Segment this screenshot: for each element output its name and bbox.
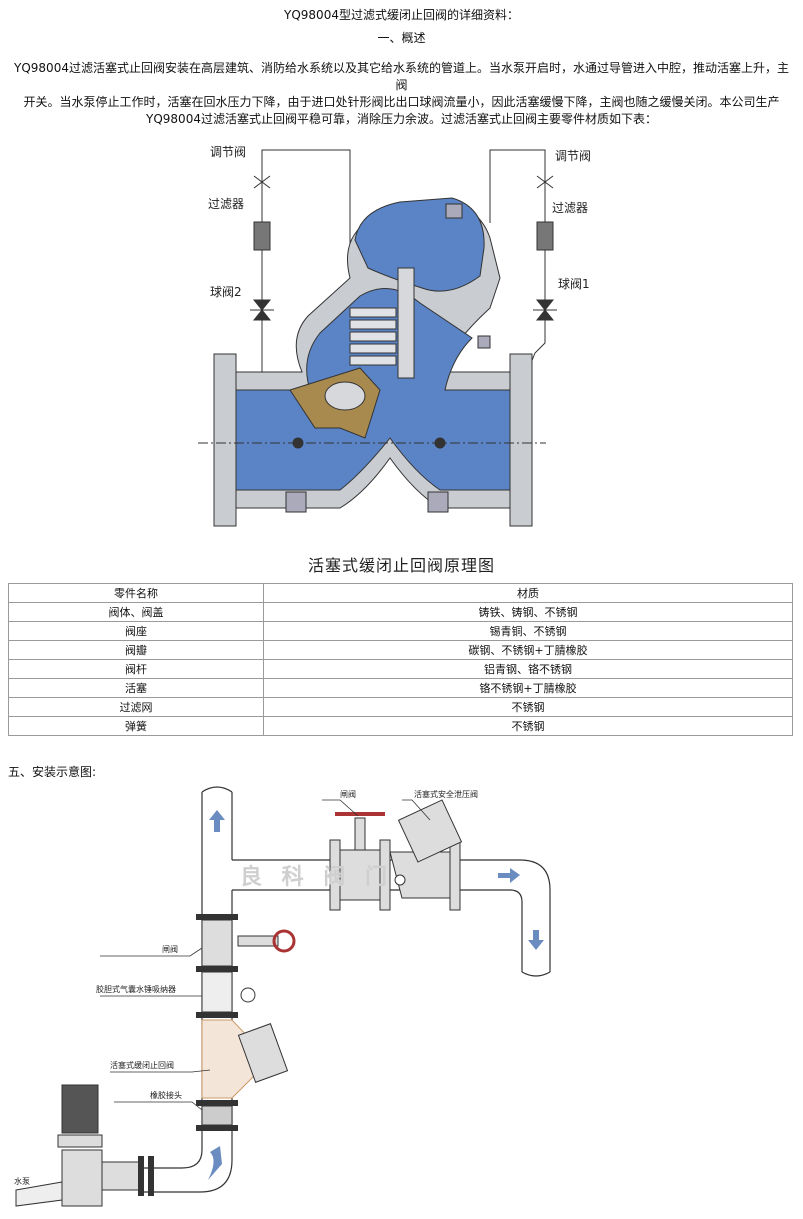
document-title: YQ98004型过滤式缓闭止回阀的详细资料： [284,8,519,22]
cell-part: 阀体、阀盖 [8,602,264,622]
label-riser-gate-valve: 闸阀 [162,945,178,954]
section-heading-overview: 一、概述 [377,31,426,45]
table-row: 阀瓣碳钢、不锈钢+丁腈橡胶 [8,640,793,660]
cell-part: 过滤网 [8,697,264,717]
intro-line: 开关。当水泵停止工作时，活塞在回水压力下降，由于进口处针形阀比出口球阀流量小，因… [23,95,780,109]
right-ball-valve-icon [533,299,557,321]
flow-arrow-down [528,930,544,950]
label-left-filter: 过滤器 [208,197,244,211]
watermark: 良 科 阀 门 [240,864,393,890]
pump-discharge-pipe [142,1120,233,1193]
drain-plug [285,491,307,513]
intro-paragraph: YQ98004过滤活塞式止回阀安装在高层建筑、消防给水系统以及其它给水系统的管道… [10,60,793,128]
table-row: 活塞铬不锈钢+丁腈橡胶 [8,678,793,698]
section-heading-installation: 五、安装示意图: [8,765,97,779]
cell-part: 弹簧 [8,716,264,736]
water-hammer-absorber [201,971,256,1013]
parts-material-table: 零件名称 材质 阀体、阀盖铸铁、铸钢、不锈钢 阀座锡青铜、不锈钢 阀瓣碳钢、不锈… [8,583,793,736]
label-water-hammer-absorber: 胶胆式气囊水锤吸纳器 [96,984,176,994]
table-row: 弹簧不锈钢 [8,716,793,736]
label-safety-relief-valve: 活塞式安全泄压阀 [414,789,478,799]
rubber-joint [201,1105,233,1126]
label-left-regulator: 调节阀 [210,145,246,159]
header-material: 材质 [263,583,793,603]
table-header-row: 零件名称 材质 [8,583,793,603]
intro-line: YQ98004过滤活塞式止回阀安装在高层建筑、消防给水系统以及其它给水系统的管道… [14,61,789,92]
installation-diagram: 良 科 阀 门 闸阀 活塞式安全泄压阀 闸阀 胶胆式气囊水锤吸纳器 活塞式缓闭止… [14,786,551,1207]
flow-arrow-curve [208,1146,222,1180]
flow-arrow-up [209,810,225,832]
flow-arrow-right [498,868,520,883]
cell-material: 不锈钢 [263,716,793,736]
label-right-ball-valve: 球阀1 [558,277,590,291]
riser-check-valve [201,1019,289,1099]
table-row: 阀座锡青铜、不锈钢 [8,621,793,641]
bolt [477,335,491,349]
right-regulator-valve-icon [536,174,554,190]
header-end [521,971,551,977]
table-row: 过滤网不锈钢 [8,697,793,717]
label-pump: 水泵 [14,1176,30,1186]
table-row: 阀体、阀盖铸铁、铸钢、不锈钢 [8,602,793,622]
valve-stem [397,267,415,379]
cell-material: 碳钢、不锈钢+丁腈橡胶 [263,640,793,660]
figure1-caption: 活塞式缓闭止回阀原理图 [307,556,495,575]
safety-relief-valve [389,799,463,911]
cell-material: 铝青钢、铬不锈钢 [263,659,793,679]
pump-flanges [138,1156,154,1196]
table-row: 阀杆铝青钢、铬不锈钢 [8,659,793,679]
valve-principle-diagram: 调节阀 过滤器 球阀2 调节阀 过滤器 球阀1 [198,145,591,527]
top-gate-valve [329,812,391,911]
cell-part: 活塞 [8,678,264,698]
intro-line: YQ98004过滤活塞式止回阀平稳可靠，消除压力余波。过滤活塞式止回阀主要零件材… [146,112,657,126]
disc-nut [324,381,366,411]
left-regulator-valve-icon [253,174,271,190]
valve-body [213,197,533,527]
cell-part: 阀杆 [8,659,264,679]
spring [349,307,397,366]
bolt [445,203,463,219]
riser-gate-valve [201,919,296,967]
right-filter-icon [536,221,554,251]
cell-part: 阀座 [8,621,264,641]
cell-material: 不锈钢 [263,697,793,717]
label-right-filter: 过滤器 [552,201,588,215]
label-check-valve: 活塞式缓闭止回阀 [110,1060,174,1070]
cell-material: 锡青铜、不锈钢 [263,621,793,641]
label-rubber-joint: 橡胶接头 [150,1090,182,1100]
pump [15,1084,143,1207]
cell-material: 铬不锈钢+丁腈橡胶 [263,678,793,698]
header-pipe [232,859,551,972]
label-left-ball-valve: 球阀2 [210,285,242,299]
left-filter-icon [253,221,271,251]
header-part-name: 零件名称 [8,583,264,603]
left-ball-valve-icon [250,299,274,321]
riser-flanges [196,914,238,1131]
cell-part: 阀瓣 [8,640,264,660]
label-top-gate-valve: 闸阀 [340,790,356,799]
label-right-regulator: 调节阀 [555,149,591,163]
drain-plug [427,491,449,513]
riser-top [201,786,233,793]
cell-material: 铸铁、铸钢、不锈钢 [263,602,793,622]
